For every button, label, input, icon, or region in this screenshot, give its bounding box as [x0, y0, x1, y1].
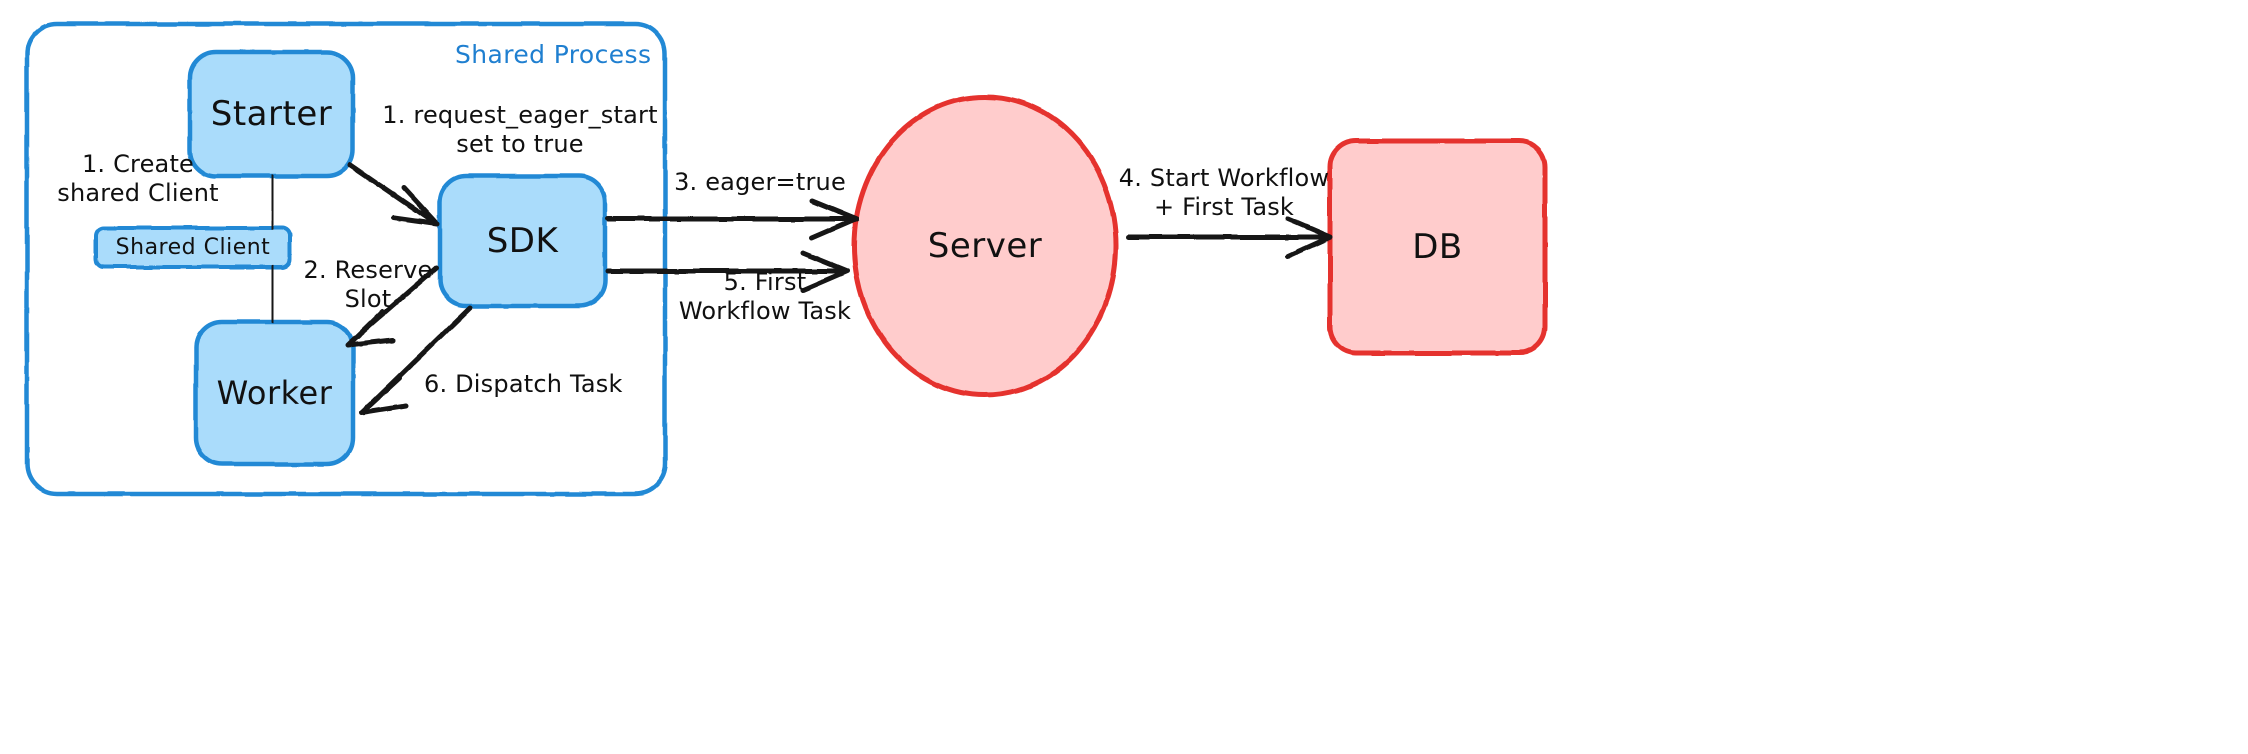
edge-start-workflow-first-task [1125, 216, 1333, 259]
edge-label-create-shared-client: 1. Create shared Client [57, 150, 219, 208]
edge-label-first-workflow-task: 5. First Workflow Task [678, 268, 852, 326]
edge-create-shared-client [269, 174, 276, 325]
edge-label-request-eager-start: 1. request_eager_start set to true [382, 101, 658, 159]
node-sdk-shape[interactable] [437, 173, 608, 309]
edge-label-eager-true: 3. eager=true [674, 168, 846, 196]
edge-label-start-workflow-first-task: 4. Start Workflow + First Task [1118, 164, 1330, 222]
node-shared-client-shape[interactable] [94, 226, 292, 269]
node-worker[interactable] [196, 322, 353, 464]
edge-eager-true [605, 198, 859, 241]
shared-process-label: Shared Process [455, 40, 652, 69]
node-shared-client[interactable] [96, 228, 290, 267]
edge-label-reserve-slot: 2. Reserve Slot [303, 256, 433, 314]
node-server-shape[interactable] [851, 94, 1119, 398]
edge-dispatch-task [359, 305, 473, 416]
edge-reserve-slot [345, 265, 439, 348]
edge-first-workflow-task [605, 250, 850, 293]
shared-process-container [24, 21, 668, 497]
node-db-shape[interactable] [1327, 138, 1548, 356]
edge-request-eager-start [347, 162, 440, 227]
node-sdk[interactable] [440, 176, 605, 306]
node-starter[interactable] [190, 52, 353, 176]
edge-label-dispatch-task: 6. Dispatch Task [424, 370, 623, 398]
node-server[interactable] [854, 97, 1116, 395]
node-db[interactable] [1330, 141, 1545, 353]
